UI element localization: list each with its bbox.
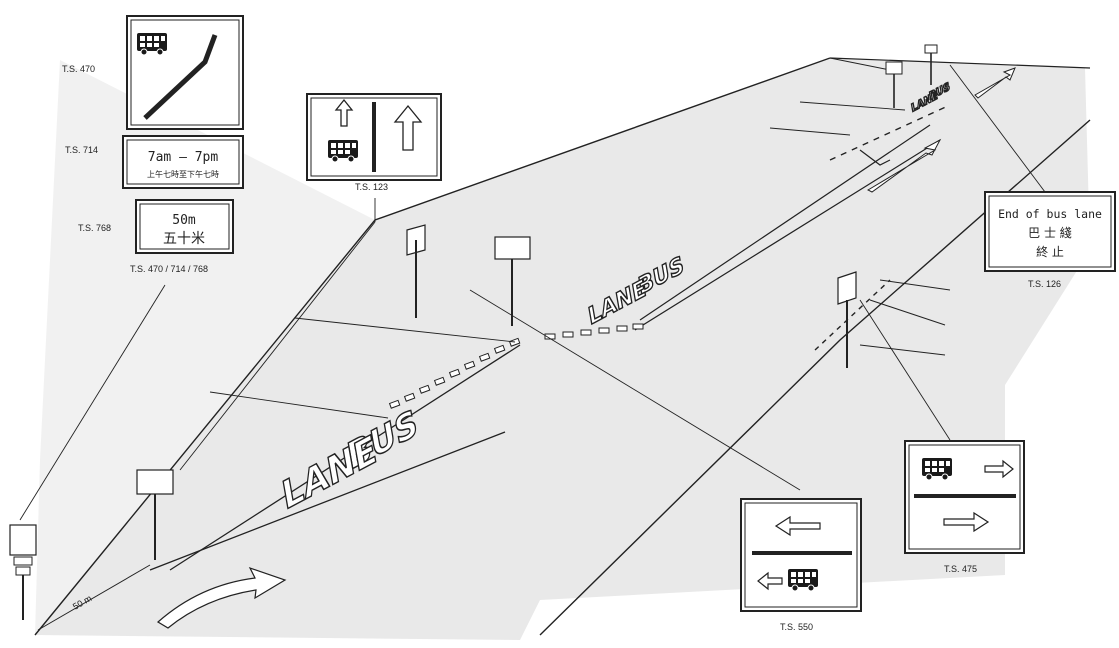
post-mid-1 xyxy=(406,224,426,318)
arrow-left-icon xyxy=(774,515,821,537)
distance-dimension-line xyxy=(37,564,151,631)
post-mid-2 xyxy=(494,236,531,326)
label-ts470: T.S. 470 xyxy=(62,64,95,74)
label-ts550: T.S. 550 xyxy=(780,622,813,632)
sign-ts768: 50m 五十米 xyxy=(135,199,234,254)
leader-top-3 xyxy=(829,57,891,71)
verge-left xyxy=(35,60,375,635)
leader-ts470 xyxy=(19,284,166,521)
side-road-line-2 xyxy=(879,279,951,291)
post-near-left xyxy=(136,469,174,560)
post-far-1 xyxy=(885,61,903,108)
label-ts475: T.S. 475 xyxy=(944,564,977,574)
curved-arrow-marking xyxy=(156,566,287,629)
sign-ts126: End of bus lane 巴 士 綫 終 止 xyxy=(984,191,1116,272)
dashed-line-far xyxy=(829,104,951,161)
arrow-marking-far-3 xyxy=(974,67,1016,99)
sign-ts714: 7am – 7pm 上午七時至下午七時 xyxy=(122,135,244,189)
leader-ts126 xyxy=(949,64,1046,193)
diagonal-line-icon xyxy=(143,34,218,120)
leader-left-2 xyxy=(294,317,516,343)
arrow-up-icon xyxy=(393,104,423,151)
arrow-right-icon xyxy=(984,459,1014,479)
leader-ts550 xyxy=(469,289,801,491)
leader-ts475 xyxy=(859,299,951,441)
label-ts768: T.S. 768 xyxy=(78,223,111,233)
lane-boundary-near xyxy=(149,431,506,571)
arrow-right-icon xyxy=(943,511,990,533)
arrow-up-icon xyxy=(334,98,354,127)
bus-lane-solid-line-near xyxy=(169,344,521,571)
arrow-left-icon xyxy=(757,571,783,591)
arrow-marking-far-1 xyxy=(866,138,942,193)
leader-top-1 xyxy=(799,101,906,111)
arrow-marking-far-2 xyxy=(859,149,891,166)
broken-lane-marking xyxy=(388,323,644,409)
ts714-chinese-text: 上午七時至下午七時 xyxy=(147,169,219,179)
dashed-line-right xyxy=(814,279,891,351)
leader-top-2 xyxy=(769,127,851,136)
road-surface xyxy=(35,58,1090,640)
ts126-chinese-text-2: 終 止 xyxy=(1036,244,1064,259)
post-left-edge xyxy=(9,524,37,620)
label-ts126: T.S. 126 xyxy=(1028,279,1061,289)
ts126-english-text: End of bus lane xyxy=(998,207,1102,221)
bus-lane-solid-line-far-2 xyxy=(634,139,941,331)
label-ts714: T.S. 714 xyxy=(65,145,98,155)
bus-lane-solid-line-far xyxy=(639,124,931,321)
ts126-chinese-text-1: 巴 士 綫 xyxy=(1028,226,1072,240)
sign-ts123 xyxy=(306,93,442,181)
label-ts470-714-768: T.S. 470 / 714 / 768 xyxy=(130,264,208,274)
sign-ts475 xyxy=(904,440,1025,554)
leader-left-1 xyxy=(209,391,389,419)
label-ts123: T.S. 123 xyxy=(355,182,388,192)
side-road-line-3 xyxy=(859,344,946,356)
side-road-line-1 xyxy=(869,299,946,326)
ts768-chinese-text: 五十米 xyxy=(163,231,205,247)
sign-ts550 xyxy=(740,498,862,612)
post-far-2 xyxy=(924,44,938,85)
leader-ts123-b xyxy=(179,221,376,471)
road-far-edge xyxy=(829,57,1091,69)
post-right xyxy=(837,271,857,368)
ts714-time-text: 7am – 7pm xyxy=(148,150,219,165)
sign-ts470 xyxy=(126,15,244,130)
ts768-distance-text: 50m xyxy=(172,213,196,228)
